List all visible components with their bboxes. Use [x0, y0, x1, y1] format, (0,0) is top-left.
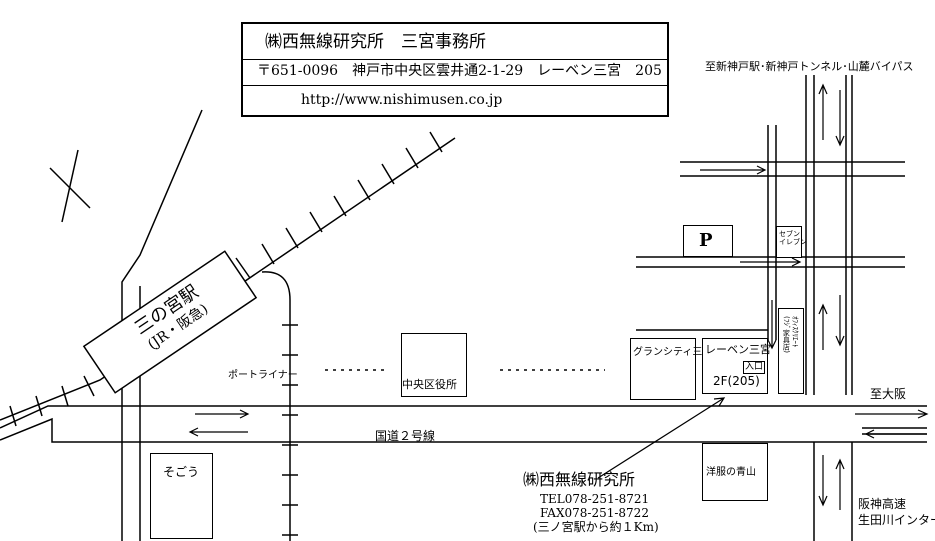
aoyama-box: [702, 443, 768, 501]
portliner-track: [261, 271, 291, 541]
arrow-top-street: [700, 165, 767, 175]
arrow-right-route2: [195, 409, 250, 419]
label-to-osaka: 至大阪: [870, 387, 907, 401]
label-ikutagawa: 生田川インター: [858, 513, 935, 527]
label-sogo: そごう: [163, 465, 200, 479]
railway-line: [0, 137, 456, 421]
header-url[interactable]: http://www.nishimusen.co.jp: [301, 92, 503, 108]
arrow-up-1: [818, 83, 828, 140]
arrow-right-road: [767, 300, 777, 350]
header-company: ㈱西無線研究所 三宮事務所: [265, 32, 486, 52]
parking-box: [683, 225, 733, 257]
arrow-down-1: [835, 90, 845, 147]
fuji-box: [778, 308, 804, 394]
header-address: 〒651-0096 神戸市中央区雲井通2-1-29 レーベン三宮 205: [257, 63, 662, 79]
header-box: ㈱西無線研究所 三宮事務所 〒651-0096 神戸市中央区雲井通2-1-29 …: [241, 22, 669, 117]
arrow-down-2: [835, 295, 845, 347]
label-route2: 国道２号線: [375, 429, 436, 443]
label-entrance: 入口: [743, 361, 766, 374]
contact-company: ㈱西無線研究所: [523, 470, 636, 489]
label-city-hall: 中央区役所: [402, 378, 457, 391]
contact-distance: (三ノ宮駅から約１Km): [533, 520, 659, 534]
leben-box: [702, 338, 768, 394]
sogo-box: [150, 453, 213, 539]
pointer-to-office: [597, 397, 726, 479]
contact-fax: FAX078-251-8722: [540, 506, 649, 520]
route2-upper-edge: [0, 405, 927, 429]
contact-tel: TEL078-251-8721: [540, 492, 650, 506]
arrow-middle-street: [740, 257, 802, 267]
arrow-left-route2: [188, 427, 248, 437]
label-floor: 2F(205): [713, 374, 760, 388]
seven-eleven-box: [776, 226, 802, 258]
rail-spur-tick: [61, 149, 79, 223]
label-aoyama: 洋服の青山: [706, 467, 756, 478]
arrow-from-osaka: [864, 429, 927, 439]
route2-lower-edge: [0, 417, 927, 443]
arrow-up-2: [818, 303, 828, 350]
city-hall-box: [401, 333, 467, 397]
arrow-to-osaka: [855, 409, 929, 419]
arrow-down-3: [818, 455, 828, 507]
label-seven-eleven: セブン イレブン: [779, 230, 807, 247]
station-box: [82, 250, 258, 394]
grancity-box: [630, 338, 696, 400]
label-grancity: グランシティ三宮: [633, 347, 713, 358]
parking-icon: P: [699, 230, 713, 251]
label-fuji: ｵﾌｨｽｸﾘｴｰﾄ (ﾌｼﾞ家具店): [782, 316, 799, 353]
label-to-shin-kobe: 至新神戸駅･新神戸トンネル･山麓バイパス: [705, 60, 914, 73]
label-hanshin: 阪神高速: [858, 497, 907, 511]
label-leben: レーベン三宮: [705, 343, 771, 356]
arrow-up-3: [835, 458, 845, 510]
label-portliner: ポートライナー: [228, 370, 298, 381]
left-vertical-road-outer: [121, 109, 203, 541]
